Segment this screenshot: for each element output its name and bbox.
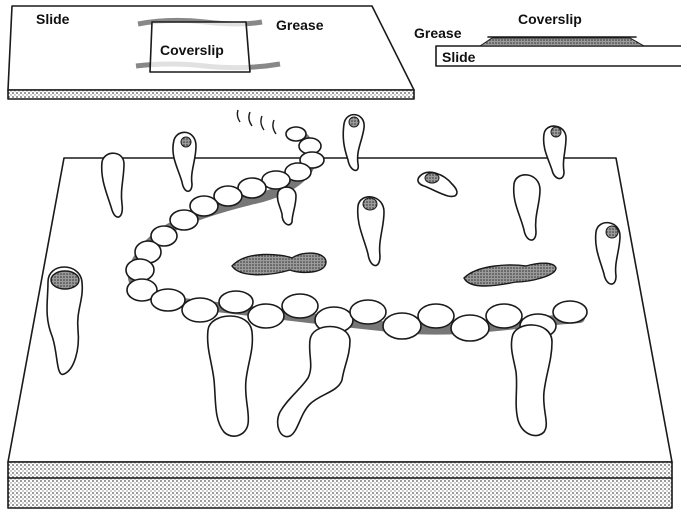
top-view-grease-label: Grease [276,17,324,33]
top-view-slide-edge [8,90,414,99]
foreground-cell-right [511,325,552,436]
top-view-coverslip-label: Coverslip [160,42,224,58]
side-view-grease-label: Grease [414,25,462,41]
side-view-coverslip-label: Coverslip [518,11,582,27]
motion-lines [237,110,276,134]
side-view-grease [480,38,644,46]
side-view-inset: Grease Coverslip Slide [414,11,681,66]
main-slide-edge [8,462,672,508]
side-view-slide-label: Slide [442,49,476,65]
top-view-inset: Slide Grease Coverslip [8,6,414,99]
top-view-slide-label: Slide [36,11,70,27]
